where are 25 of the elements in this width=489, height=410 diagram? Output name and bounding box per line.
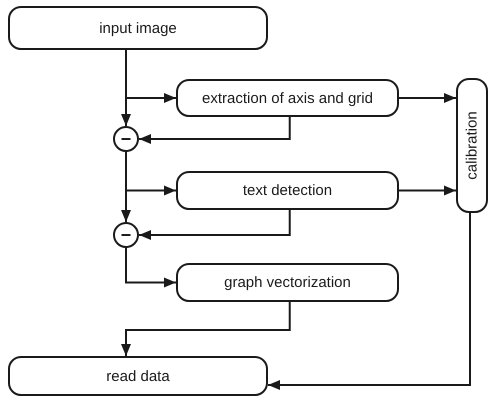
box-label: graph vectorization — [224, 275, 351, 290]
operator-symbol: − — [120, 226, 132, 244]
arrow — [139, 117, 291, 144]
box-label: read data — [106, 368, 170, 384]
process-box — [8, 356, 268, 396]
minus-circle — [113, 222, 139, 248]
process-box — [176, 79, 399, 117]
box-label: extraction of axis and grid — [202, 90, 373, 106]
minus-circle — [113, 126, 139, 152]
process-box — [456, 78, 488, 213]
box-label: input image — [99, 20, 177, 36]
arrow — [399, 186, 456, 196]
arrow — [399, 93, 456, 103]
arrow — [121, 302, 291, 356]
arrow — [125, 248, 176, 288]
arrow — [121, 152, 131, 222]
arrow — [139, 210, 291, 240]
box-label: text detection — [242, 183, 332, 198]
operator-symbol: − — [120, 130, 132, 148]
arrow — [268, 213, 471, 390]
arrow — [121, 50, 131, 126]
box-label: calibration — [464, 111, 480, 180]
process-box — [176, 171, 399, 210]
process-box — [176, 263, 399, 302]
process-box — [8, 6, 268, 50]
